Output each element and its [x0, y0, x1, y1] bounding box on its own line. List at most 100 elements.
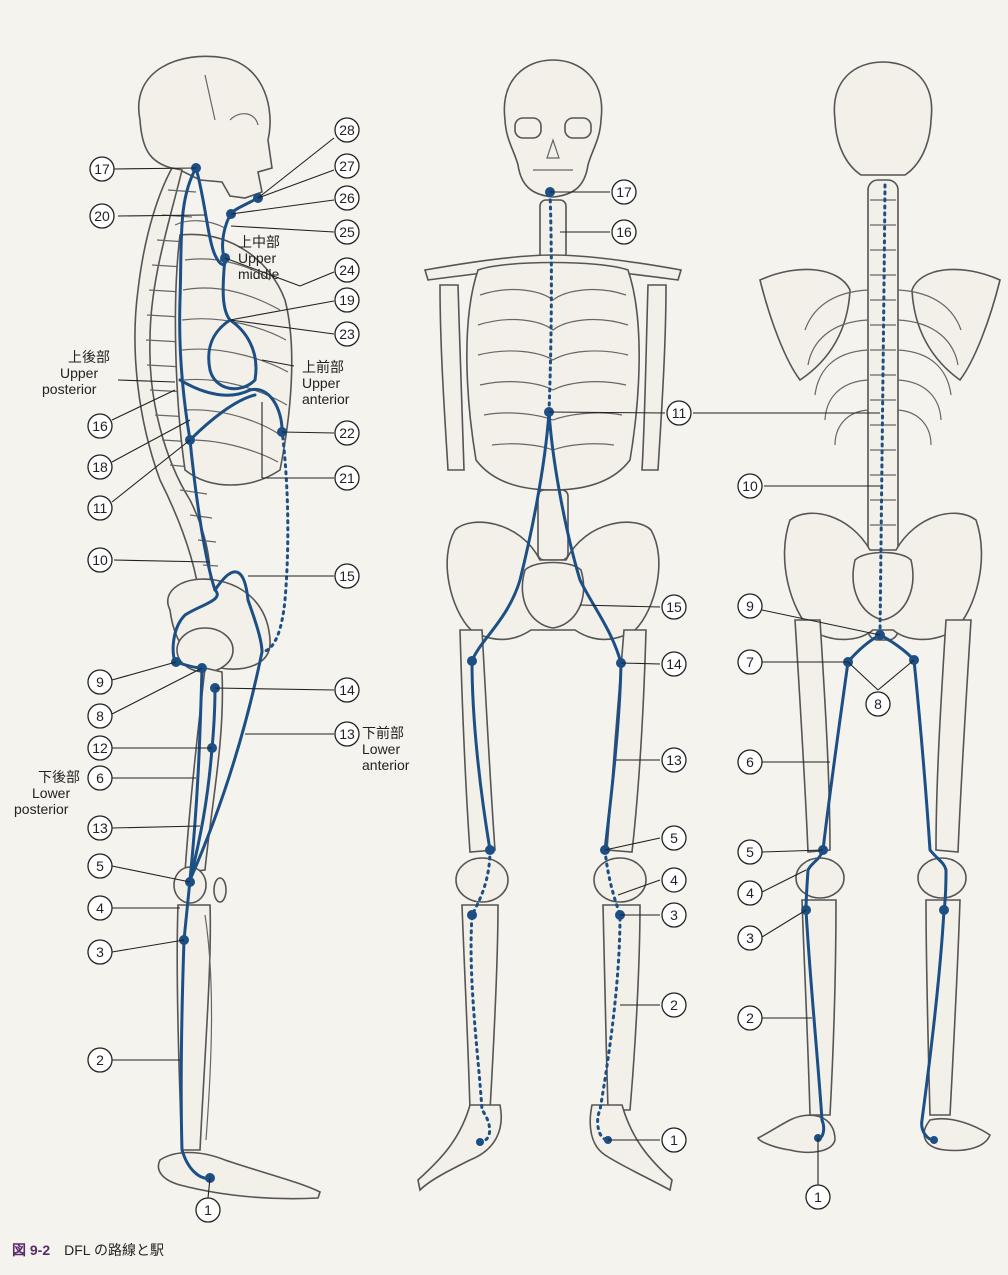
marker-lat-22: 22 — [334, 420, 360, 446]
svg-text:1: 1 — [814, 1189, 822, 1205]
svg-text:13: 13 — [92, 820, 108, 836]
marker-front-11: 11 — [666, 400, 692, 426]
svg-text:22: 22 — [339, 425, 355, 441]
svg-text:1: 1 — [670, 1132, 678, 1148]
svg-text:21: 21 — [339, 470, 355, 486]
svg-text:17: 17 — [94, 161, 110, 177]
marker-front-15: 15 — [661, 594, 687, 620]
figure-number: 図 9-2 — [12, 1242, 51, 1258]
svg-text:7: 7 — [746, 654, 754, 670]
svg-text:16: 16 — [92, 418, 108, 434]
marker-front-14: 14 — [661, 651, 687, 677]
figure-title: DFL の路線と駅 — [64, 1242, 164, 1258]
marker-lat-26: 26 — [334, 185, 360, 211]
marker-lat-14: 14 — [334, 677, 360, 703]
svg-text:8: 8 — [874, 696, 882, 712]
marker-lat-13: 13 — [87, 815, 113, 841]
svg-text:13: 13 — [666, 752, 682, 768]
svg-text:3: 3 — [96, 944, 104, 960]
svg-text:5: 5 — [96, 858, 104, 874]
svg-text:9: 9 — [96, 674, 104, 690]
marker-lat-24: 24 — [334, 257, 360, 283]
svg-text:5: 5 — [670, 830, 678, 846]
svg-text:3: 3 — [746, 930, 754, 946]
svg-text:24: 24 — [339, 262, 355, 278]
svg-text:3: 3 — [670, 907, 678, 923]
label-upper-middle: 上中部 Upper middle — [238, 234, 284, 282]
svg-text:5: 5 — [746, 844, 754, 860]
svg-text:23: 23 — [339, 326, 355, 342]
front-dfl-line — [469, 191, 623, 1144]
marker-lat-9: 9 — [87, 669, 113, 695]
marker-back-4: 4 — [737, 880, 763, 906]
marker-lat-18: 18 — [87, 454, 113, 480]
svg-text:12: 12 — [92, 740, 108, 756]
marker-front-4: 4 — [661, 867, 687, 893]
svg-text:8: 8 — [96, 708, 104, 724]
marker-lat-16: 16 — [87, 413, 113, 439]
svg-text:4: 4 — [746, 885, 754, 901]
svg-text:11: 11 — [672, 405, 687, 421]
marker-lat-13b: 13 — [334, 721, 360, 747]
svg-text:16: 16 — [616, 224, 632, 240]
marker-lat-12: 12 — [87, 735, 113, 761]
svg-text:14: 14 — [339, 682, 355, 698]
svg-text:9: 9 — [746, 598, 754, 614]
marker-lat-2: 2 — [87, 1047, 113, 1073]
svg-text:4: 4 — [670, 872, 678, 888]
marker-lat-6: 6 — [87, 765, 113, 791]
marker-front-3: 3 — [661, 902, 687, 928]
front-number-markers: 17 16 11 15 14 13 5 4 3 2 1 — [611, 179, 692, 1153]
region-labels: 上中部 Upper middle 上後部 Upper posterior 上前部… — [14, 234, 410, 817]
marker-lat-28: 28 — [334, 117, 360, 143]
svg-text:26: 26 — [339, 190, 355, 206]
marker-back-1: 1 — [805, 1184, 831, 1210]
label-upper-posterior: 上後部 Upper posterior — [42, 349, 114, 397]
marker-lat-19: 19 — [334, 287, 360, 313]
marker-lat-23: 23 — [334, 321, 360, 347]
svg-text:10: 10 — [92, 552, 108, 568]
marker-front-16: 16 — [611, 219, 637, 245]
marker-back-10: 10 — [737, 473, 763, 499]
marker-back-9: 9 — [737, 593, 763, 619]
svg-text:14: 14 — [666, 656, 682, 672]
svg-text:15: 15 — [339, 568, 355, 584]
marker-lat-5: 5 — [87, 853, 113, 879]
marker-lat-4: 4 — [87, 895, 113, 921]
marker-lat-10: 10 — [87, 547, 113, 573]
svg-text:13: 13 — [339, 726, 355, 742]
marker-back-8: 8 — [865, 691, 891, 717]
marker-front-17: 17 — [611, 179, 637, 205]
svg-text:2: 2 — [746, 1010, 754, 1026]
label-lower-anterior: 下前部 Lower anterior — [362, 725, 410, 773]
svg-text:10: 10 — [742, 478, 758, 494]
marker-lat-21: 21 — [334, 465, 360, 491]
marker-lat-8: 8 — [87, 703, 113, 729]
svg-text:6: 6 — [96, 770, 104, 786]
lateral-stations — [171, 163, 287, 1183]
label-upper-anterior: 上前部 Upper anterior — [302, 359, 350, 407]
svg-text:25: 25 — [339, 224, 355, 240]
marker-lat-11: 11 — [87, 495, 113, 521]
svg-text:6: 6 — [746, 754, 754, 770]
marker-front-2: 2 — [661, 992, 687, 1018]
front-skeleton — [417, 59, 683, 1192]
marker-lat-20: 20 — [89, 203, 115, 229]
svg-text:11: 11 — [93, 500, 108, 516]
marker-lat-3: 3 — [87, 939, 113, 965]
svg-text:18: 18 — [92, 459, 108, 475]
marker-lat-25: 25 — [334, 219, 360, 245]
marker-lat-15: 15 — [334, 563, 360, 589]
svg-text:2: 2 — [96, 1052, 104, 1068]
lateral-skeleton — [134, 55, 321, 1200]
svg-text:28: 28 — [339, 122, 355, 138]
svg-text:20: 20 — [94, 208, 110, 224]
svg-text:17: 17 — [616, 184, 632, 200]
leader-lines — [111, 137, 915, 1199]
svg-text:2: 2 — [670, 997, 678, 1013]
marker-back-5: 5 — [737, 839, 763, 865]
marker-front-1: 1 — [661, 1127, 687, 1153]
back-number-markers: 10 9 7 8 6 5 4 3 2 1 — [737, 473, 891, 1210]
